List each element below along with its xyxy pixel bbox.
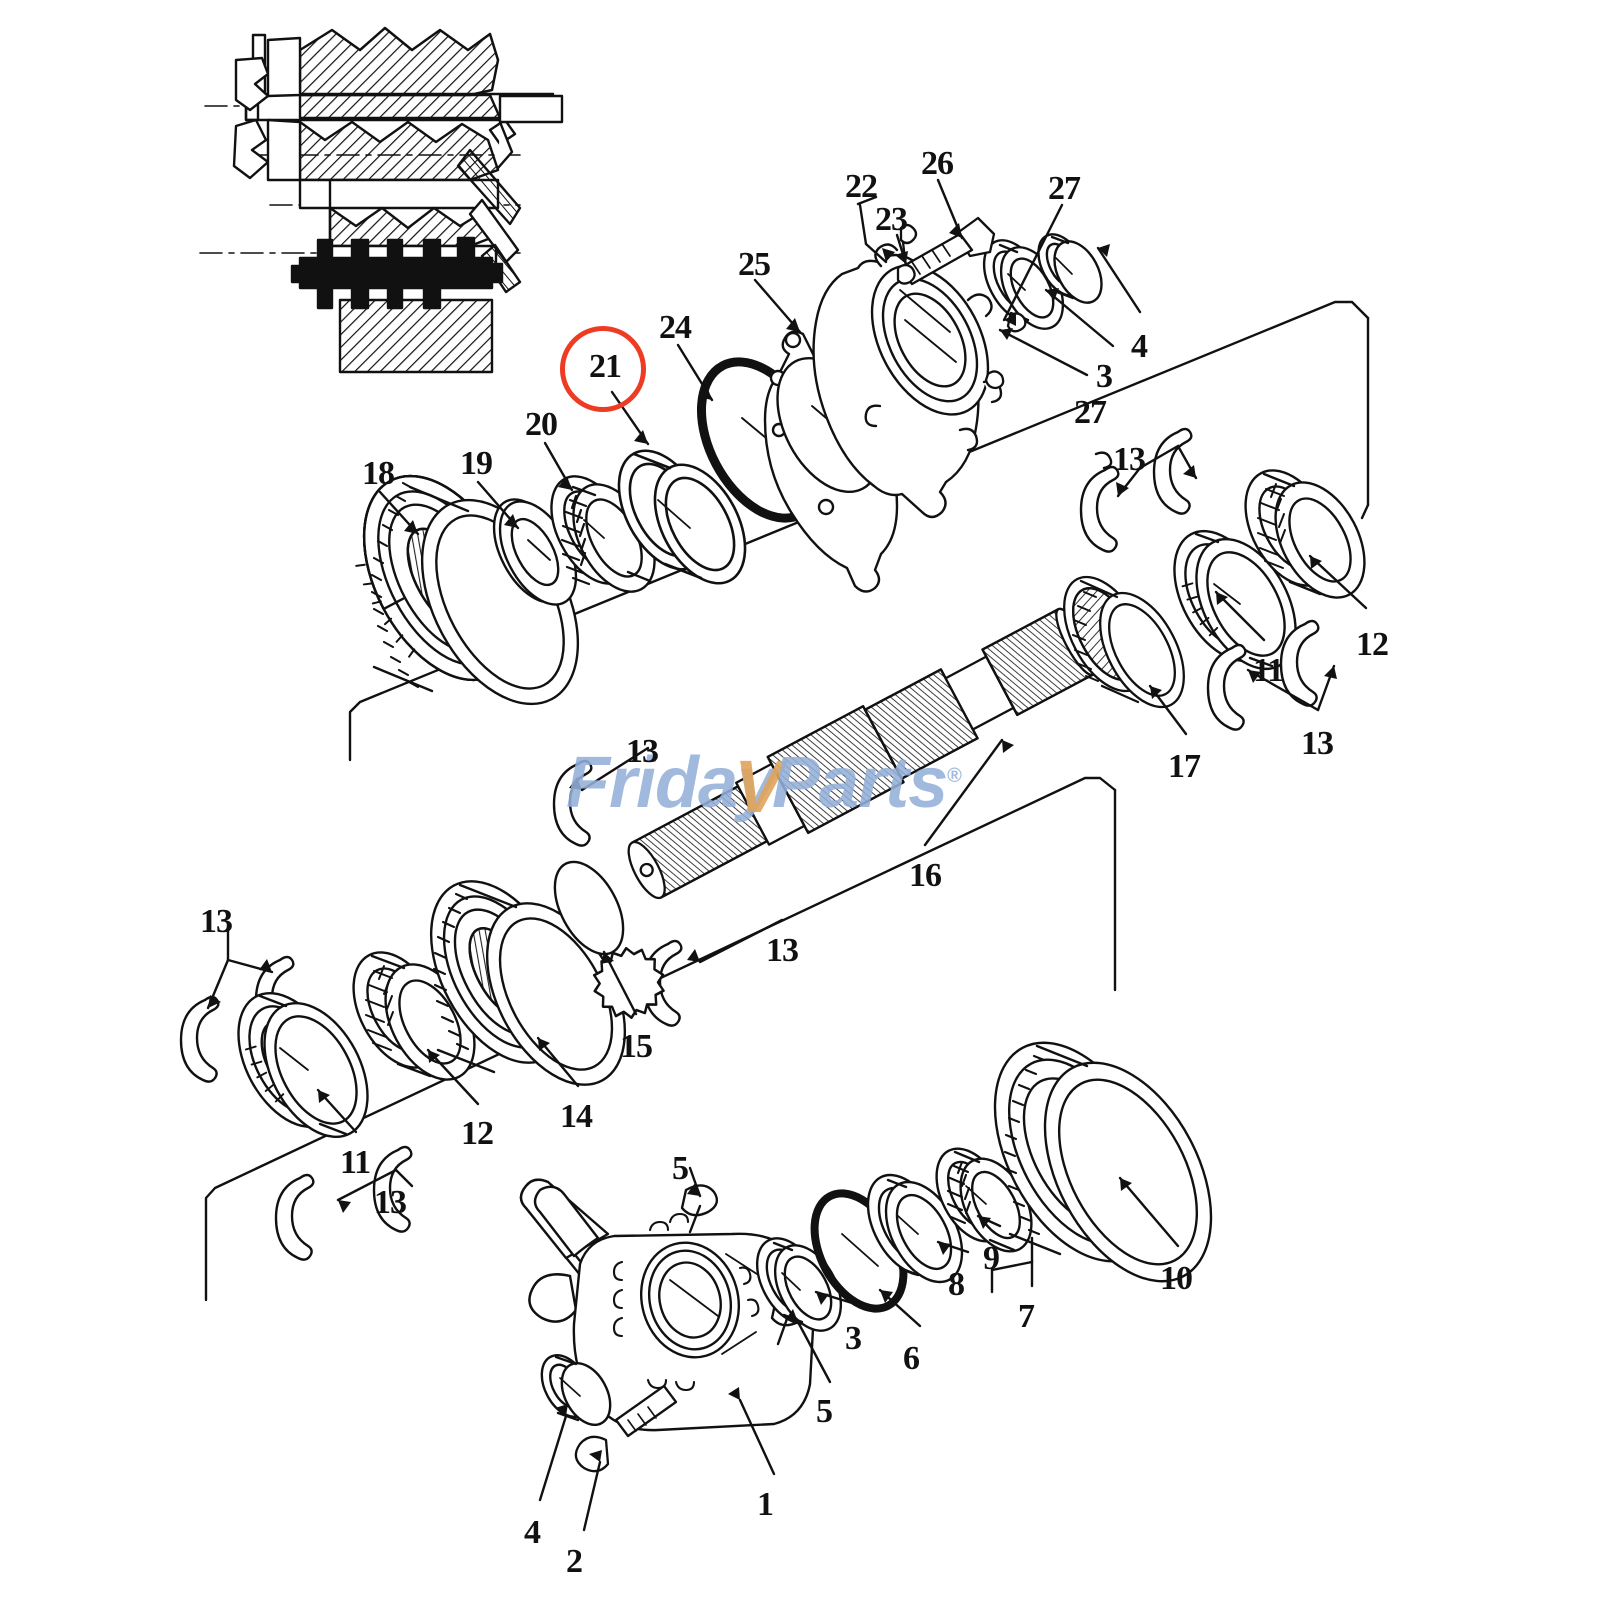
part-13-snap-ring-shaft bbox=[552, 759, 593, 847]
part-27-dowel-pin bbox=[984, 312, 1027, 390]
group-boundaries bbox=[204, 300, 1370, 1302]
callout-number-19: 19 bbox=[460, 445, 493, 482]
callout-number-3: 3 bbox=[845, 1320, 862, 1357]
part-2-bolt bbox=[574, 1384, 678, 1473]
watermark-left-text: Friday bbox=[566, 743, 777, 823]
callout-number-6: 6 bbox=[903, 1340, 920, 1377]
part-20-roller-bearing bbox=[550, 475, 656, 593]
callout-number-27: 27 bbox=[1074, 394, 1107, 431]
watermark-parts: Parts® bbox=[772, 742, 962, 824]
callout-number-11: 11 bbox=[340, 1144, 371, 1181]
part-4-lower-bushing bbox=[540, 1354, 612, 1426]
callout-number-8: 8 bbox=[948, 1266, 965, 1303]
callout-number-2: 2 bbox=[566, 1543, 583, 1580]
watermark-friday: Friday bbox=[566, 742, 777, 824]
callout-number-14: 14 bbox=[560, 1098, 593, 1135]
callout-number-13: 13 bbox=[200, 903, 233, 940]
callout-number-15: 15 bbox=[620, 1028, 653, 1065]
callout-number-18: 18 bbox=[362, 455, 395, 492]
part-17-gear bbox=[1063, 575, 1185, 709]
callout-number-11: 11 bbox=[1253, 652, 1284, 689]
part-4-upper-bushing bbox=[1037, 233, 1103, 304]
part-10-driven-gear bbox=[993, 1041, 1213, 1283]
part-21-bearing-spacer bbox=[617, 449, 747, 585]
callout-number-5: 5 bbox=[672, 1150, 689, 1187]
callout-number-17: 17 bbox=[1168, 748, 1201, 785]
callout-number-4: 4 bbox=[524, 1514, 541, 1551]
callout-number-10: 10 bbox=[1160, 1260, 1193, 1297]
part-13-snap-ring bbox=[1079, 427, 1320, 731]
callout-number-20: 20 bbox=[525, 406, 558, 443]
callout-number-27: 27 bbox=[1048, 170, 1081, 207]
callout-number-24: 24 bbox=[659, 309, 692, 346]
callout-number-7: 7 bbox=[1018, 1298, 1035, 1335]
highlight-circle-part-21 bbox=[560, 326, 646, 412]
callout-number-13: 13 bbox=[1113, 441, 1146, 478]
callout-number-9: 9 bbox=[983, 1240, 1000, 1277]
callout-number-13: 13 bbox=[766, 932, 799, 969]
watermark-accent-v: V bbox=[734, 745, 784, 828]
leader-lines bbox=[206, 178, 1368, 1532]
callout-number-26: 26 bbox=[921, 145, 954, 182]
part-11-lower-bearing-race bbox=[237, 991, 369, 1139]
callout-number-4: 4 bbox=[1131, 328, 1148, 365]
callout-number-25: 25 bbox=[738, 246, 771, 283]
callout-number-5: 5 bbox=[816, 1393, 833, 1430]
watermark-registered-mark: ® bbox=[947, 765, 962, 787]
part-8-bearing-cup bbox=[866, 1173, 964, 1284]
part-1-bearing-cage bbox=[519, 1178, 816, 1432]
inset-section-view bbox=[199, 26, 564, 374]
watermark-right-text: Parts bbox=[772, 743, 948, 823]
callout-number-23: 23 bbox=[875, 201, 908, 238]
callout-number-22: 22 bbox=[845, 168, 878, 205]
callout-number-13: 13 bbox=[1301, 725, 1334, 762]
leader-arrowheads bbox=[208, 223, 1337, 1462]
callout-number-16: 16 bbox=[909, 857, 942, 894]
callout-number-3: 3 bbox=[1096, 358, 1113, 395]
callout-number-13: 13 bbox=[626, 733, 659, 770]
part-22-bearing-retainer bbox=[812, 243, 1003, 519]
callout-number-1: 1 bbox=[757, 1486, 774, 1523]
callout-number-12: 12 bbox=[461, 1115, 494, 1152]
callout-number-12: 12 bbox=[1356, 626, 1389, 663]
callout-number-13: 13 bbox=[374, 1184, 407, 1221]
part-18-gear bbox=[355, 474, 580, 706]
